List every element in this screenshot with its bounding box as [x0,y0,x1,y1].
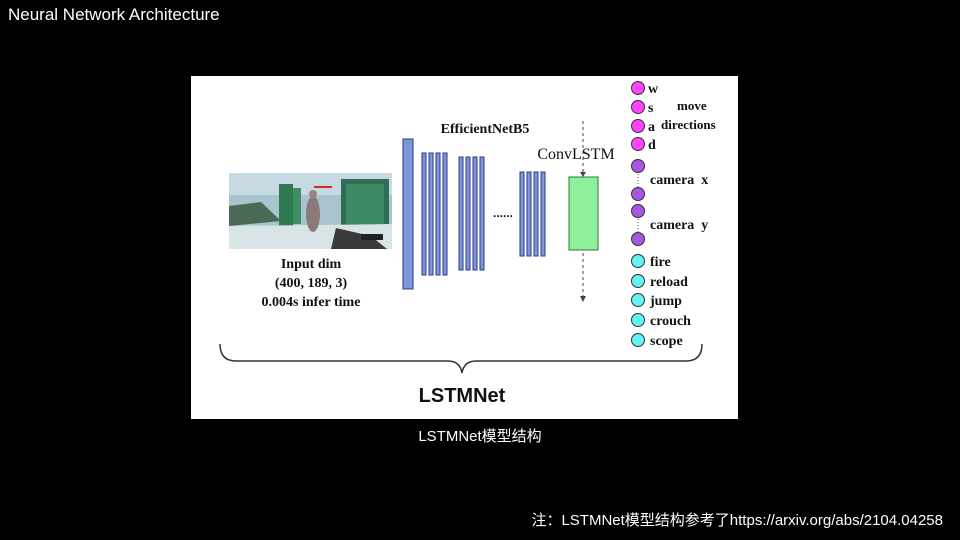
output-label-scope: scope [650,334,683,349]
reference-footnote: 注：LSTMNet模型结构参考了https://arxiv.org/abs/21… [531,512,943,529]
slide-title: Neural Network Architecture [8,5,220,24]
input-dims: (400, 189, 3) [275,276,348,291]
cnn-layer [479,156,485,271]
output-node-camera-x-2 [631,187,645,201]
cnn-layer [421,152,427,276]
input-game-screenshot [229,173,392,249]
camera-y-label: camera y [650,218,708,233]
cnn-input-block [402,138,414,290]
convlstm-label: ConvLSTM [537,146,614,163]
network-label: LSTMNet [419,385,506,407]
output-node-camera-x-1 [631,159,645,173]
output-node-camera-y-1 [631,204,645,218]
output-node-d [631,137,645,151]
architecture-diagram: Input dim (400, 189, 3) 0.004s infer tim… [219,81,716,407]
output-node-reload [631,274,645,288]
output-node-a [631,119,645,133]
arrow-head-top [580,172,586,177]
output-node-crouch [631,313,645,327]
output-label-jump: jump [649,294,682,309]
output-label-w: w [648,82,659,97]
efficientnet-blocks [402,138,546,290]
output-node-camera-y-2 [631,232,645,246]
arrow-head-bottom [580,296,586,302]
output-node-jump [631,293,645,307]
output-node-s [631,100,645,114]
cnn-layer [533,171,539,257]
input-dim-label: Input dim [281,257,342,272]
cnn-layer [435,152,441,276]
cnn-layer [465,156,471,271]
output-node-fire [631,254,645,268]
cnn-layer [458,156,464,271]
convlstm-block [568,176,599,251]
output-label-fire: fire [650,255,671,270]
figure-caption: LSTMNet模型结构 [418,428,542,445]
cnn-layer [428,152,434,276]
layers-ellipsis: ...... [493,206,513,220]
output-node-w [631,81,645,95]
output-node-scope [631,333,645,347]
output-label-reload: reload [650,275,688,290]
infer-time: 0.004s infer time [262,295,361,310]
efficientnet-label: EfficientNetB5 [441,122,530,137]
output-label-crouch: crouch [650,314,691,329]
cnn-layer [442,152,448,276]
cnn-layer [519,171,525,257]
output-nodes [631,81,645,347]
cnn-layer [526,171,532,257]
cnn-layer [472,156,478,271]
output-label-s: s [648,101,654,116]
camera-x-label: camera x [650,173,708,188]
network-brace [219,343,703,374]
cnn-layer [540,171,546,257]
output-label-d: d [648,138,656,153]
output-label-a: a [648,120,655,135]
move-label: move [677,98,707,113]
directions-label: directions [661,117,716,132]
architecture-figure: Input dim (400, 189, 3) 0.004s infer tim… [191,76,738,419]
